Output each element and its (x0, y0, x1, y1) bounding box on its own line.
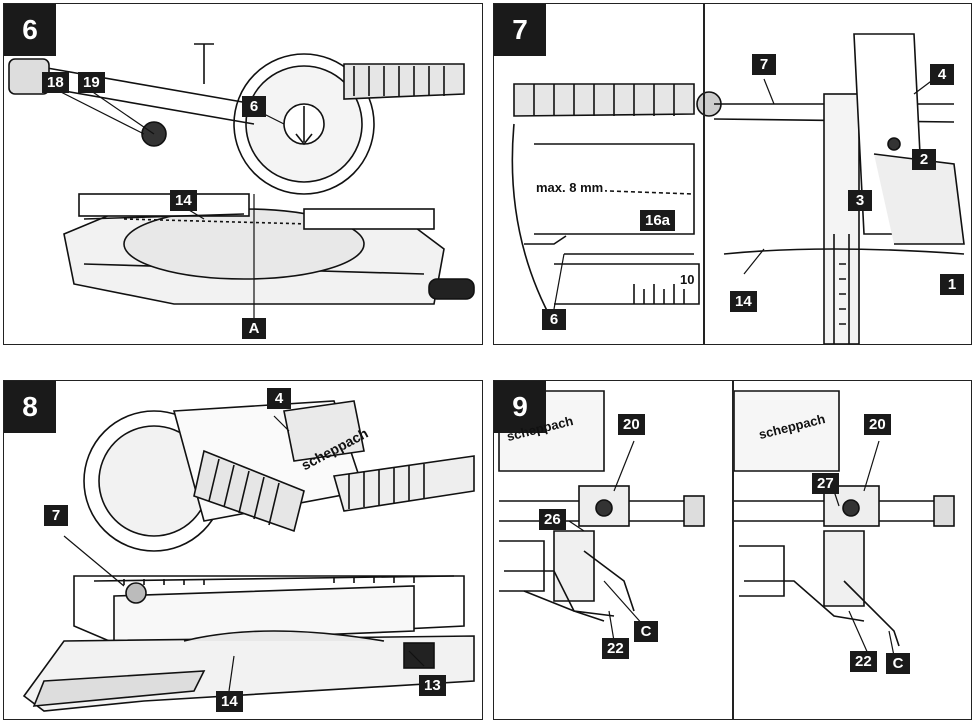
panel-9: 9 20 26 C 22 20 27 22 C scheppach schepp… (493, 380, 972, 720)
panel-6: 6 18 19 6 14 A (3, 3, 483, 345)
callout-label: 7 (44, 505, 68, 526)
max-depth-text: max. 8 mm (534, 180, 606, 195)
saw-illustration-7 (511, 33, 965, 344)
step-number: 7 (494, 4, 546, 56)
callout-label: A (242, 318, 266, 339)
step-number: 9 (494, 381, 546, 433)
saw-illustration-9 (498, 390, 955, 657)
callout-label: 14 (216, 691, 243, 712)
callout-label: 19 (78, 72, 105, 93)
callout-label: 20 (618, 414, 645, 435)
callout-label: 27 (812, 473, 839, 494)
callout-label: 4 (267, 388, 291, 409)
callout-label: 4 (930, 64, 954, 85)
callout-label: 6 (242, 96, 266, 117)
callout-label: 16a (640, 210, 676, 231)
step-number: 8 (4, 381, 56, 433)
measurement-label: 10 (678, 272, 697, 287)
callout-label: C (886, 653, 910, 674)
saw-illustration-6 (8, 43, 475, 319)
callout-label: 20 (864, 414, 891, 435)
panel-7: 7 7 4 2 3 16a 10 14 1 6 max. 8 mm (493, 3, 972, 345)
callout-label: 22 (602, 638, 629, 659)
saw-illustration-8 (22, 400, 475, 712)
callout-label: 6 (542, 309, 566, 330)
subpanel-divider (732, 381, 734, 719)
callout-label: C (634, 621, 658, 642)
panel-8: 8 4 7 13 14 scheppach (3, 380, 483, 720)
subpanel-divider (703, 4, 705, 344)
step-number: 6 (4, 4, 56, 56)
callout-label: 26 (539, 509, 566, 530)
callout-label: 22 (850, 651, 877, 672)
callout-label: 14 (170, 190, 197, 211)
callout-label: 18 (42, 72, 69, 93)
callout-label: 2 (912, 149, 936, 170)
callout-label: 14 (730, 291, 757, 312)
callout-label: 13 (419, 675, 446, 696)
callout-label: 1 (940, 274, 964, 295)
callout-label: 7 (752, 54, 776, 75)
callout-label: 3 (848, 190, 872, 211)
